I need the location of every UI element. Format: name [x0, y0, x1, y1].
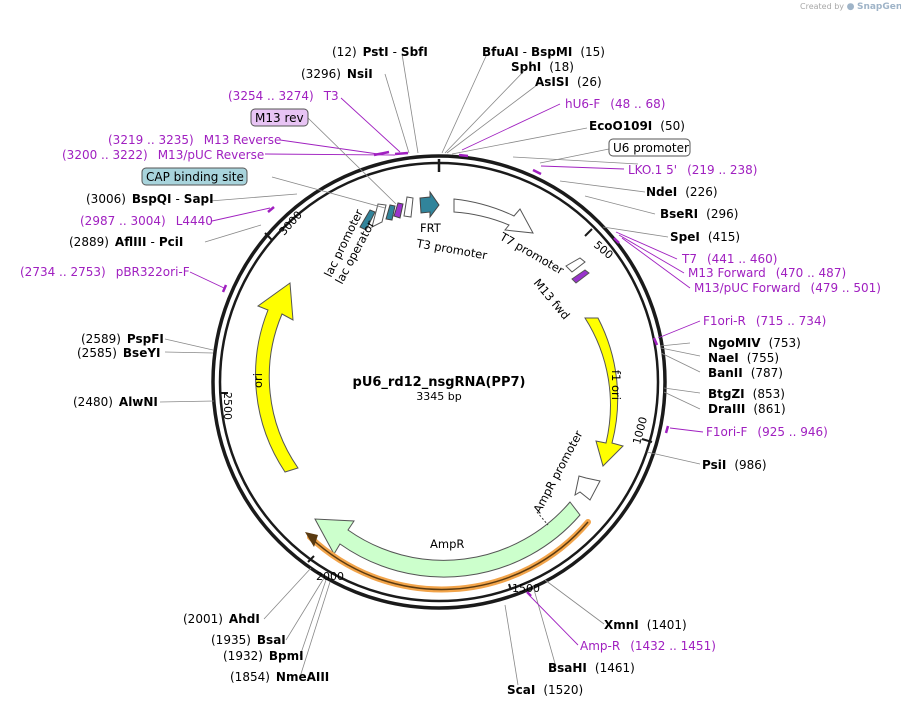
- primer-m13puf: M13/pUC Forward(479 .. 501): [694, 281, 881, 295]
- t7-promoter-label: T7 promoter: [497, 229, 567, 277]
- u6-promoter-box: [608, 138, 691, 157]
- ampr-promoter-label: AmpR promoter: [530, 428, 585, 515]
- lac-promoter-white-arrow: [371, 203, 387, 228]
- backbone-outer-circle: [211, 154, 667, 610]
- f1-ori-label: f1 ori: [609, 370, 623, 400]
- enzyme-bsahi: BsaHI(1461): [548, 661, 635, 675]
- enzyme-bsai: (1935)BsaI: [211, 633, 286, 647]
- enzyme-scai: ScaI(1520): [507, 683, 583, 697]
- watermark-brand: SnapGene: [856, 2, 901, 12]
- enzyme-bfuai: BfuAI-BspMI(15): [482, 45, 605, 59]
- ori-arrow: [255, 282, 299, 473]
- frt-label: FRT: [420, 221, 442, 235]
- primer-l4440: (2987 .. 3004)L4440: [80, 214, 213, 228]
- primer-pbr: (2734 .. 2753)pBR322ori-F: [20, 265, 190, 279]
- tick-marks: [220, 228, 653, 591]
- box-leader-lines: [271, 117, 610, 209]
- t3-promoter-label: T3 promoter: [414, 236, 488, 262]
- cap-site-box: [385, 204, 396, 221]
- enzyme-eco: EcoO109I(50): [589, 119, 685, 133]
- ampr-label: AmpR: [430, 537, 464, 551]
- primer-t3: (3254 .. 3274)T3: [228, 89, 339, 103]
- primer-leader-lines: [189, 97, 704, 646]
- leader-lines: [159, 53, 701, 686]
- lac-promoter-arrow: [359, 209, 376, 231]
- primer-m13r: (3219 .. 3235)M13 Reverse: [108, 133, 281, 147]
- frt-arrow: [419, 190, 440, 219]
- enzyme-alwni: (2480)AlwNI: [73, 395, 158, 409]
- m13-rev-label: M13 rev: [255, 111, 304, 125]
- ampr-dotted-line: [536, 511, 549, 526]
- watermark-created-by: Created by: [800, 2, 845, 11]
- primer-hu6f: hU6-F(48 .. 68): [565, 97, 665, 111]
- tick-label-1500: 1500: [512, 582, 540, 595]
- ampr-promoter-arrow: [574, 475, 601, 501]
- enzyme-ndei: NdeI(226): [646, 185, 718, 199]
- m13-fwd-label: M13 fwd: [531, 276, 573, 322]
- primer-f1r: F1ori-R(715 .. 734): [703, 314, 826, 328]
- enzyme-draiii: DraIII(861): [708, 402, 786, 416]
- plasmid-length: 3345 bp: [416, 390, 461, 403]
- snapgene-logo-icon: ●: [846, 2, 855, 12]
- snapgene-watermark: Created by ● SnapGene: [800, 2, 901, 12]
- ampr-highlight-core: [309, 521, 589, 591]
- ampr-highlight-arrowhead: [305, 532, 318, 547]
- primer-ampr: Amp-R(1432 .. 1451): [580, 639, 716, 653]
- enzyme-banii: BanII(787): [708, 366, 783, 380]
- tick-label-2500: 2500: [221, 392, 234, 420]
- plasmid-title: pU6_rd12_nsgRNA(PP7): [353, 375, 526, 390]
- t7-promoter-arrow: [453, 198, 534, 234]
- primer-t7: T7(441 .. 460): [681, 252, 777, 266]
- f1-ori-arrow: [584, 317, 624, 467]
- m13-fwd-arrow: [565, 257, 586, 273]
- enzyme-bseyi: (2585)BseYI: [77, 346, 161, 360]
- t3-white-arrow: [403, 196, 414, 218]
- enzyme-pspfi: (2589)PspFI: [81, 332, 164, 346]
- enzyme-psii: PsiI(986): [702, 458, 767, 472]
- primer-lko: LKO.1 5'(219 .. 238): [628, 163, 758, 177]
- enzyme-afliii: (2889)AflIII-PciI: [69, 235, 183, 249]
- enzyme-xmni: XmnI(1401): [604, 618, 687, 632]
- enzyme-psti: (12)PstI-SbfI: [332, 45, 428, 59]
- tick-label-500: 500: [591, 238, 615, 261]
- primer-m13f: M13 Forward(470 .. 487): [688, 266, 846, 280]
- enzyme-spei: SpeI(415): [670, 230, 740, 244]
- ampr-arrow: [314, 501, 581, 578]
- ori-label: ori: [251, 373, 265, 388]
- m13-rev-box: [250, 108, 309, 127]
- enzyme-ahdi: (2001)AhdI: [183, 612, 260, 626]
- cap-binding-site-box: [141, 167, 248, 186]
- m13-fwd-primer-box: [571, 269, 590, 284]
- enzyme-bspqi: (3006)BspQI-SapI: [86, 192, 214, 206]
- enzyme-aslsi: AsISI(26): [535, 75, 602, 89]
- enzyme-ngo: NgoMIV(753): [708, 336, 801, 350]
- u6-promoter-label: U6 promoter: [613, 141, 689, 155]
- primer-marks: [221, 150, 670, 597]
- enzyme-btgzi: BtgZI(853): [708, 387, 785, 401]
- primer-m13pur: (3200 .. 3222)M13/pUC Reverse: [62, 148, 264, 162]
- lac-operator-box: [393, 202, 404, 219]
- primer-f1f: F1ori-F(925 .. 946): [706, 425, 828, 439]
- tick-label-2000: 2000: [316, 570, 344, 583]
- enzyme-sphi: SphI(18): [511, 60, 574, 74]
- enzyme-nsii: (3296)NsiI: [301, 67, 373, 81]
- enzyme-beri: BseRI(296): [660, 207, 738, 221]
- enzyme-naei: NaeI(755): [708, 351, 779, 365]
- enzyme-nmeaiii: (1854)NmeAIII: [230, 670, 329, 684]
- cap-binding-site-label: CAP binding site: [146, 170, 244, 184]
- enzyme-bpmi: (1932)BpmI: [223, 649, 304, 663]
